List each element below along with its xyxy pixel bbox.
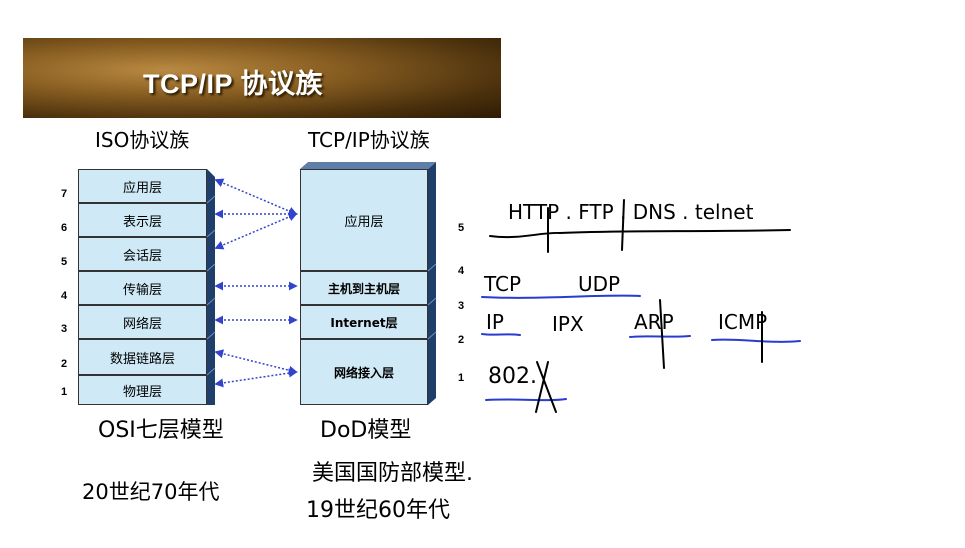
hw-udp: UDP	[578, 272, 621, 296]
hw-osi-model: OSI七层模型	[98, 418, 224, 443]
osi-layer-7: 应用层	[78, 169, 207, 203]
tcpip-bevel	[428, 162, 436, 405]
osi-layer-label: 物理层	[122, 384, 162, 400]
hw-ipx: IPX	[552, 312, 584, 336]
title-banner	[23, 38, 501, 118]
osi-layer-label: 会话层	[122, 248, 162, 264]
tcpip-top-bevel	[300, 162, 436, 169]
tcpip-num-3: 3	[458, 300, 465, 312]
arrow-datalink	[214, 349, 298, 375]
pen-app-strokes	[489, 199, 791, 253]
hw-dod-era: 19世纪60年代	[306, 498, 450, 523]
osi-layer-4: 传输层	[78, 271, 207, 305]
osi-layer-label: 表示层	[122, 214, 162, 230]
osi-num-5: 5	[61, 256, 68, 268]
osi-layer-2: 数据链路层	[78, 339, 207, 375]
tcpip-num-4: 4	[458, 265, 465, 277]
hw-osi-era: 20世纪70年代	[82, 480, 220, 504]
osi-layer-label: 数据链路层	[109, 351, 175, 367]
arrow-session	[214, 212, 298, 250]
osi-layer-3: 网络层	[78, 305, 207, 339]
osi-layer-5: 会话层	[78, 237, 207, 271]
tcpip-num-1: 1	[458, 372, 465, 384]
osi-num-1: 1	[61, 386, 68, 398]
osi-num-2: 2	[61, 358, 68, 370]
osi-num-4: 4	[61, 290, 68, 302]
tcpip-num-2: 2	[458, 334, 465, 346]
tcpip-num-5: 5	[458, 222, 465, 234]
tcpip-bevel-lines	[427, 263, 437, 340]
pen-underlines	[481, 294, 801, 402]
osi-layer-1: 物理层	[78, 375, 207, 405]
tcpip-layer-label: 主机到主机层	[327, 281, 400, 296]
tcpip-layer-host-to-host: 主机到主机层	[300, 271, 428, 305]
osi-num-6: 6	[61, 222, 68, 234]
hw-802: 802.	[488, 364, 537, 389]
slide-title: TCP/IP 协议族	[142, 69, 324, 99]
osi-layer-label: 应用层	[122, 180, 162, 196]
mapping-arrows	[214, 178, 298, 388]
osi-layer-6: 表示层	[78, 203, 207, 237]
hw-dod-model: DoD模型	[320, 418, 412, 443]
osi-num-7: 7	[61, 188, 68, 200]
osi-num-3: 3	[61, 323, 68, 335]
hw-icmp: ICMP	[718, 310, 768, 334]
hw-arp: ARP	[634, 310, 674, 334]
tcpip-layer-label: Internet层	[330, 315, 398, 330]
hw-tcpip-label: TCP/IP协议族	[308, 128, 430, 152]
tcpip-layer-application: 应用层	[300, 169, 428, 271]
hw-app-protocols: HTTP . FTP . DNS . telnet	[508, 200, 754, 224]
tcpip-layer-label: 应用层	[344, 214, 384, 230]
osi-layer-label: 网络层	[122, 316, 162, 332]
osi-layer-label: 传输层	[122, 282, 162, 298]
hw-dod-origin: 美国国防部模型.	[312, 461, 473, 486]
tcpip-layer-label: 网络接入层	[333, 365, 394, 380]
pen-verticals	[535, 299, 763, 413]
osi-bevel-lines	[206, 195, 216, 376]
tcpip-layer-internet: Internet层	[300, 305, 428, 339]
arrow-physical	[214, 368, 298, 388]
osi-bevel	[207, 169, 215, 405]
hw-ip: IP	[486, 310, 504, 334]
hw-tcp: TCP	[484, 272, 522, 296]
hw-iso-label: ISO协议族	[95, 128, 190, 152]
arrow-app	[214, 178, 298, 216]
tcpip-layer-network-access: 网络接入层	[300, 339, 428, 405]
